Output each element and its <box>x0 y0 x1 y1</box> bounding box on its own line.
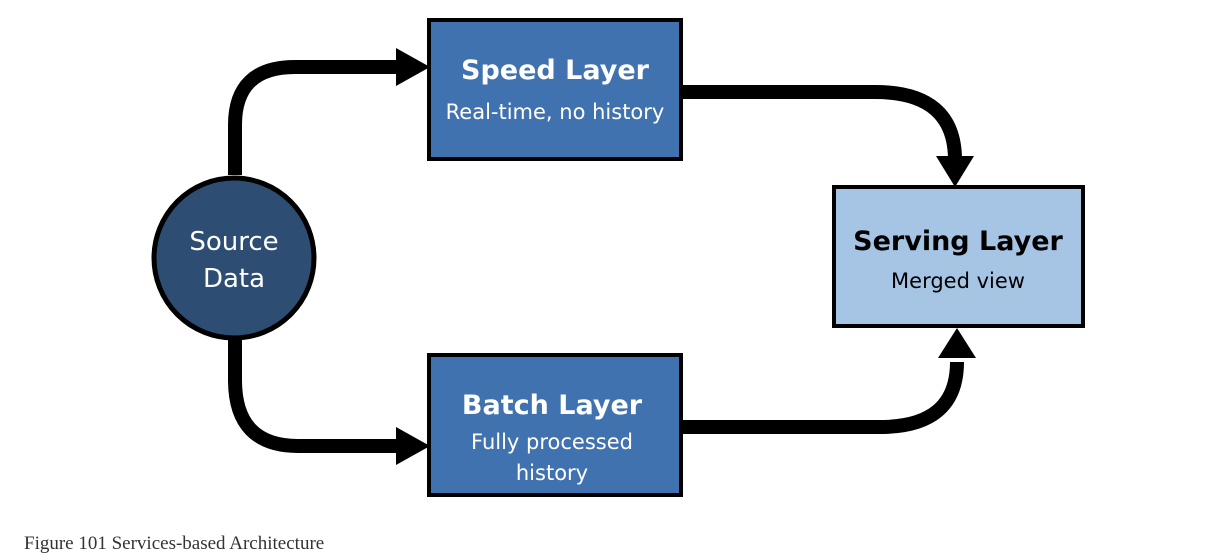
arrowhead-serving-top <box>936 156 974 187</box>
source-data-node: Source Data <box>151 175 317 341</box>
arrowhead-serving-bottom <box>938 328 976 358</box>
serving-layer-title: Serving Layer <box>853 226 1063 257</box>
batch-layer-subtitle-line2: history <box>516 461 588 485</box>
arrowheads <box>396 48 976 465</box>
batch-layer-node: Batch Layer Fully processed history <box>427 353 683 497</box>
speed-layer-title: Speed Layer <box>461 55 650 86</box>
source-label-line1: Source <box>189 227 278 257</box>
arrow-source-to-batch <box>228 335 398 453</box>
serving-layer-node: Serving Layer Merged view <box>832 185 1085 328</box>
figure-caption: Figure 101 Services-based Architecture <box>24 533 325 554</box>
arrowhead-batch <box>396 427 430 465</box>
speed-layer-node: Speed Layer Real-time, no history <box>427 18 683 161</box>
batch-layer-title: Batch Layer <box>462 390 643 421</box>
arrow-batch-to-serving <box>683 361 964 434</box>
batch-layer-subtitle-line1: Fully processed <box>471 430 633 454</box>
arrowhead-speed <box>396 48 430 86</box>
arrow-speed-to-serving <box>683 85 962 161</box>
speed-layer-subtitle: Real-time, no history <box>446 100 665 124</box>
source-label-line2: Data <box>203 264 265 294</box>
arrow-source-to-speed <box>228 60 398 175</box>
serving-layer-subtitle: Merged view <box>891 269 1025 293</box>
arrows <box>228 60 964 453</box>
